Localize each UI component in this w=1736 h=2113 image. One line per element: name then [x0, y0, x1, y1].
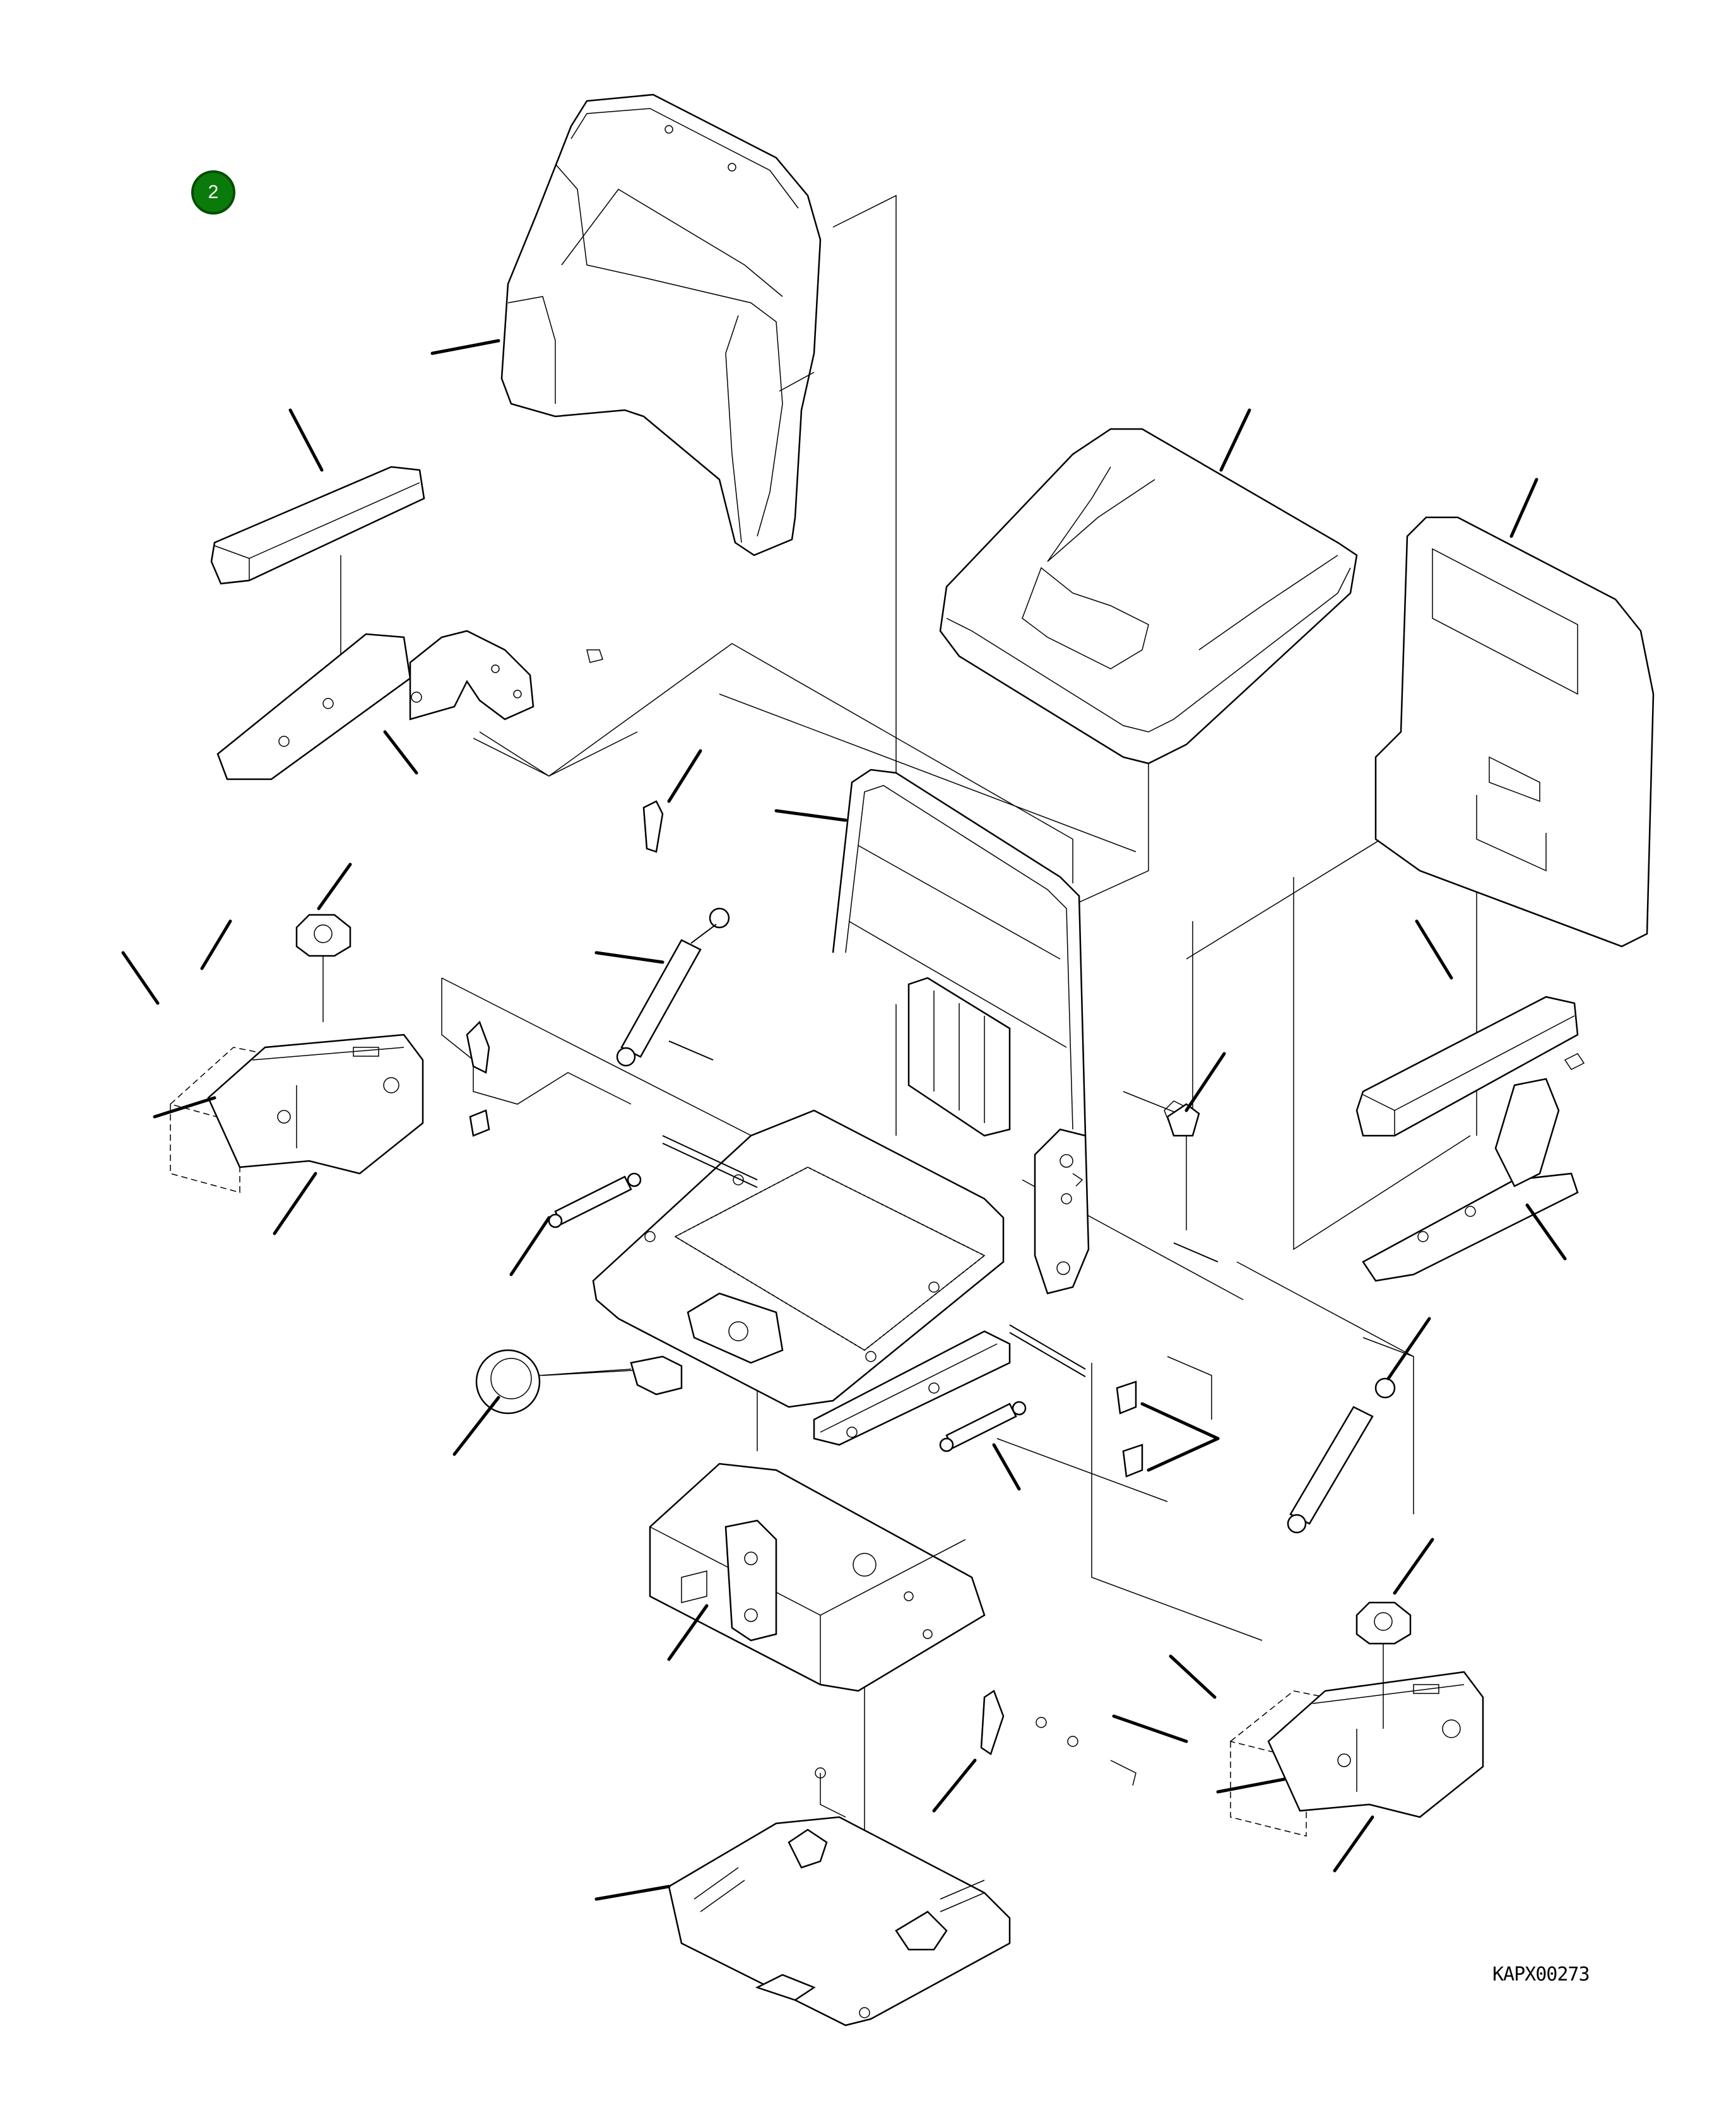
right-armrest-pad [1355, 996, 1579, 1137]
knob-right-star [1355, 1601, 1412, 1729]
right-armrest-bracket [1164, 1053, 1585, 1282]
gas-strut-seat-left [548, 1172, 642, 1228]
rear-back-panel [1374, 516, 1655, 948]
seat-bottom-cushion [939, 428, 1358, 765]
left-armrest-pad [210, 466, 425, 585]
pivot-rod-left [662, 1135, 758, 1188]
lever-lower-center [980, 1690, 1137, 1786]
gas-strut-seat-right [939, 1401, 1027, 1452]
suspension-base [649, 1463, 986, 1692]
backrest-frame [832, 768, 1087, 1149]
gas-strut-back-left [616, 907, 730, 1067]
seat-back-cushion [500, 93, 822, 556]
clip-upper-left [466, 1020, 490, 1137]
seat-slide-rail [813, 1330, 1011, 1446]
gas-strut-back-right [1287, 1377, 1396, 1534]
pivot-rod-right [1009, 1324, 1086, 1377]
leader-lines [121, 339, 1567, 1901]
left-height-adjust-housing [170, 1033, 424, 1193]
left-armrest-bracket [216, 630, 638, 780]
right-height-adjust-housing [1230, 1671, 1484, 1837]
clip-lower-right [1116, 1380, 1143, 1478]
seat-pan [592, 1109, 1005, 1408]
knob-wing-right [1166, 1103, 1200, 1137]
callout-badge-icon[interactable]: 2 [191, 170, 235, 215]
bolt-long [668, 1040, 1219, 1263]
bottom-slide-rail-assembly [668, 1767, 1011, 2027]
figure-code: KAPX00273 [1492, 1963, 1590, 1986]
backrest-tilt-plate [1034, 1128, 1090, 1295]
lever-small-center [642, 800, 664, 853]
knob-left-star [295, 914, 351, 1022]
knob-lumbar-round [475, 1349, 683, 1415]
